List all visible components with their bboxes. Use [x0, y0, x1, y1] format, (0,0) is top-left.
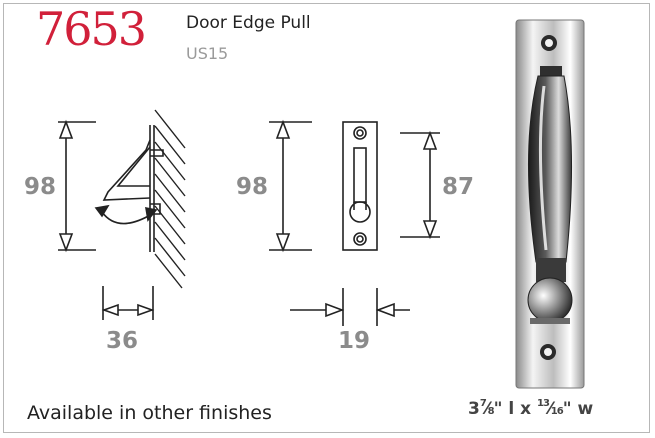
side-depth-label: 36 [106, 328, 138, 354]
availability-note: Available in other finishes [27, 402, 272, 424]
size-width-unit: " w [562, 399, 594, 419]
size-width-denominator: 16 [550, 406, 564, 417]
model-number: 7653 [36, 2, 147, 56]
finish-code: US15 [186, 44, 229, 63]
hole-spacing-label: 87 [442, 174, 474, 200]
front-width-label: 19 [338, 328, 370, 354]
front-view [269, 119, 440, 326]
size-length-unit: " l x [493, 399, 538, 419]
size-length-whole: 3 [468, 399, 480, 419]
overall-size: 37⁄8" l x 13⁄16" w [468, 398, 594, 419]
product-photo [515, 19, 585, 389]
front-height-label: 98 [236, 174, 268, 200]
size-length-denominator: 8 [487, 406, 495, 417]
size-width-numerator: 13 [537, 398, 550, 409]
product-name: Door Edge Pull [186, 13, 311, 33]
side-view [58, 109, 186, 320]
size-length-numerator: 7 [479, 398, 487, 409]
side-height-label: 98 [24, 174, 56, 200]
